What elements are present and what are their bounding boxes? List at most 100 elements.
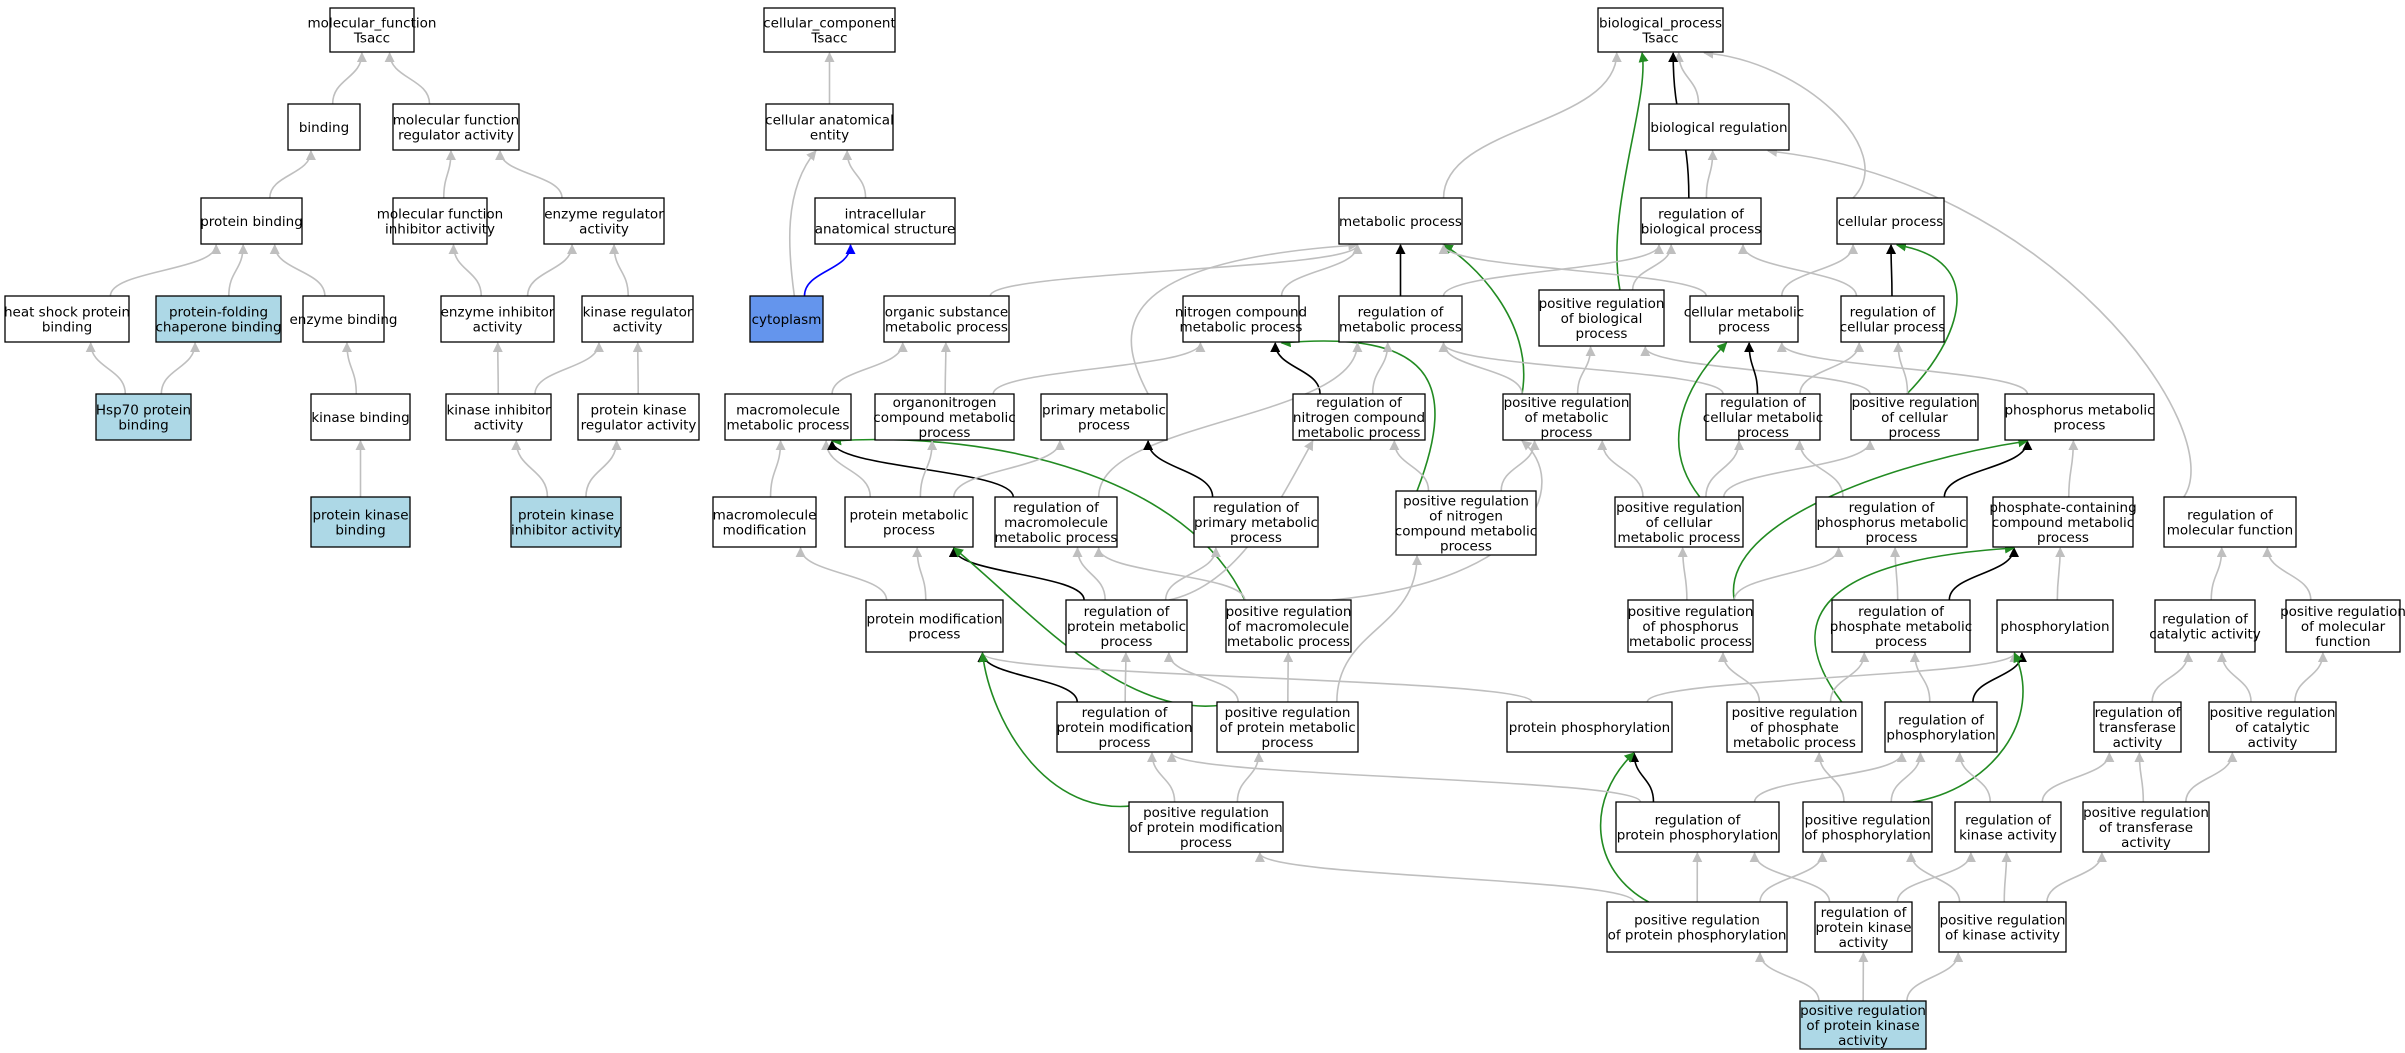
node-label-line: positive regulation [1852, 395, 1978, 411]
edge-is-a [1954, 752, 1992, 803]
node-label-line: regulation of [1013, 500, 1100, 516]
edge-is-a [269, 244, 326, 297]
node-label-line: macromolecule [736, 403, 840, 419]
node-box [1799, 1000, 1927, 1050]
go-term-node[interactable]: cytoplasm [749, 295, 824, 343]
node-label-line: of molecular [2301, 619, 2386, 635]
node-label-line: protein phosphorylation [1617, 828, 1779, 844]
node-label-line: process [1889, 425, 1941, 441]
node-label-line: biological_process [1599, 16, 1722, 32]
edge-is-a [1442, 52, 1622, 199]
node-label-line: phosphorus metabolic [2004, 403, 2154, 419]
node-box [1615, 801, 1780, 853]
node-box [1726, 701, 1863, 753]
node-label-line: process [1541, 425, 1593, 441]
go-term-node[interactable]: phosphorylation [1996, 599, 2114, 653]
go-term-node[interactable]: kinase binding [310, 393, 411, 441]
edge-is-a [1755, 952, 1820, 1002]
node-label-line: of nitrogen [1429, 509, 1503, 525]
node-box [200, 197, 303, 245]
go-term-node[interactable]: metabolic process [1338, 197, 1463, 245]
node-label-line: positive regulation [2210, 705, 2336, 721]
go-term-node[interactable]: enzyme binding [289, 295, 398, 343]
edge-is-a [842, 150, 867, 199]
go-term-node[interactable]: biological regulation [1648, 103, 1790, 151]
go-term-node[interactable]: binding [287, 103, 361, 151]
edge-is-a [1794, 440, 1844, 498]
node-box [994, 496, 1118, 548]
go-term-node[interactable]: protein binding [200, 197, 303, 245]
go-term-node[interactable]: cellular process [1836, 197, 1945, 245]
node-label-line: cellular process [1838, 214, 1944, 230]
node-label-line: process [1101, 634, 1153, 650]
edge-is-a [1814, 752, 1845, 803]
node-label-line: of protein kinase [1806, 1018, 1919, 1034]
node-box [1065, 599, 1188, 653]
go-term-node[interactable]: protein phosphorylation [1506, 701, 1673, 753]
